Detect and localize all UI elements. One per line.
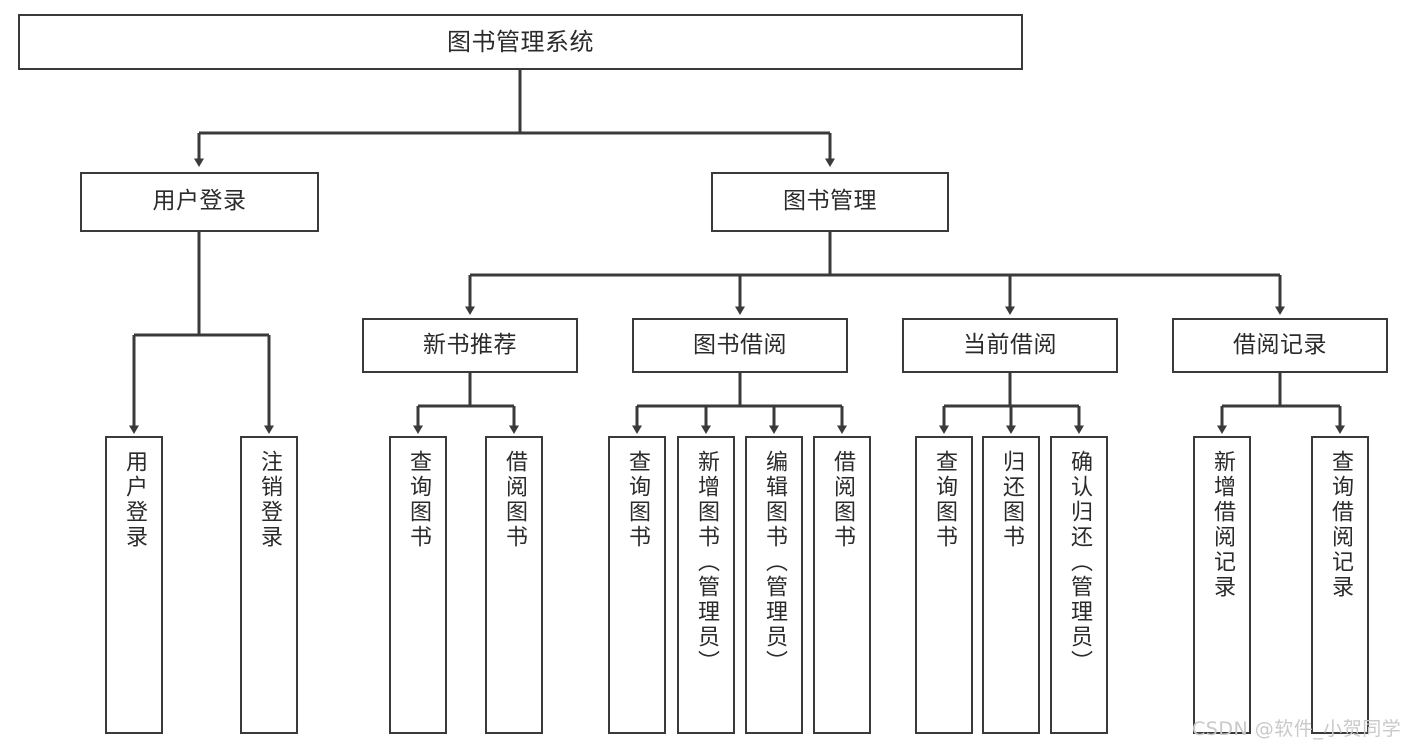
node-root-label: 图书管理系统	[447, 27, 594, 56]
node-leaf-query-book-2[interactable]: 查询图书	[608, 436, 666, 734]
node-leaf-borrow-book-1[interactable]: 借阅图书	[485, 436, 543, 734]
node-leaf-confirm-return[interactable]: 确认归还（管理员）	[1050, 436, 1108, 734]
node-leaf-borrow-book-1-label: 借阅图书	[502, 450, 527, 550]
node-new-book-recommend[interactable]: 新书推荐	[362, 318, 578, 373]
node-leaf-logout-label: 注销登录	[257, 450, 282, 550]
node-leaf-return-book[interactable]: 归还图书	[982, 436, 1040, 734]
node-user-login[interactable]: 用户登录	[80, 172, 319, 232]
node-leaf-query-record[interactable]: 查询借阅记录	[1311, 436, 1369, 734]
node-leaf-edit-book-label: 编辑图书（管理员）	[762, 450, 787, 675]
node-leaf-return-book-label: 归还图书	[999, 450, 1024, 550]
watermark-text: CSDN @软件_小贺同学	[1192, 718, 1402, 740]
node-leaf-user-login-label: 用户登录	[122, 450, 147, 550]
node-leaf-add-book[interactable]: 新增图书（管理员）	[677, 436, 735, 734]
node-current-borrow[interactable]: 当前借阅	[902, 318, 1118, 373]
node-leaf-add-record[interactable]: 新增借阅记录	[1193, 436, 1251, 734]
node-leaf-add-book-label: 新增图书（管理员）	[694, 450, 719, 675]
node-leaf-user-login[interactable]: 用户登录	[105, 436, 163, 734]
node-leaf-borrow-book-2[interactable]: 借阅图书	[813, 436, 871, 734]
node-leaf-borrow-book-2-label: 借阅图书	[830, 450, 855, 550]
node-root[interactable]: 图书管理系统	[18, 14, 1023, 70]
node-new-book-recommend-label: 新书推荐	[423, 331, 517, 358]
node-book-management-label: 图书管理	[783, 188, 877, 215]
node-leaf-query-book-1-label: 查询图书	[406, 450, 431, 550]
node-book-management[interactable]: 图书管理	[711, 172, 949, 232]
node-leaf-query-book-3[interactable]: 查询图书	[915, 436, 973, 734]
node-borrow-record-label: 借阅记录	[1233, 331, 1327, 358]
node-leaf-query-book-2-label: 查询图书	[625, 450, 650, 550]
node-current-borrow-label: 当前借阅	[963, 331, 1057, 358]
node-book-borrow-label: 图书借阅	[693, 331, 787, 358]
node-leaf-add-record-label: 新增借阅记录	[1210, 450, 1235, 600]
node-user-login-label: 用户登录	[152, 188, 247, 215]
node-leaf-query-book-1[interactable]: 查询图书	[389, 436, 447, 734]
node-borrow-record[interactable]: 借阅记录	[1172, 318, 1388, 373]
node-leaf-confirm-return-label: 确认归还（管理员）	[1067, 450, 1092, 675]
node-leaf-query-book-3-label: 查询图书	[932, 450, 957, 550]
node-leaf-logout[interactable]: 注销登录	[240, 436, 298, 734]
node-leaf-edit-book[interactable]: 编辑图书（管理员）	[745, 436, 803, 734]
node-leaf-query-record-label: 查询借阅记录	[1328, 450, 1353, 600]
node-book-borrow[interactable]: 图书借阅	[632, 318, 848, 373]
